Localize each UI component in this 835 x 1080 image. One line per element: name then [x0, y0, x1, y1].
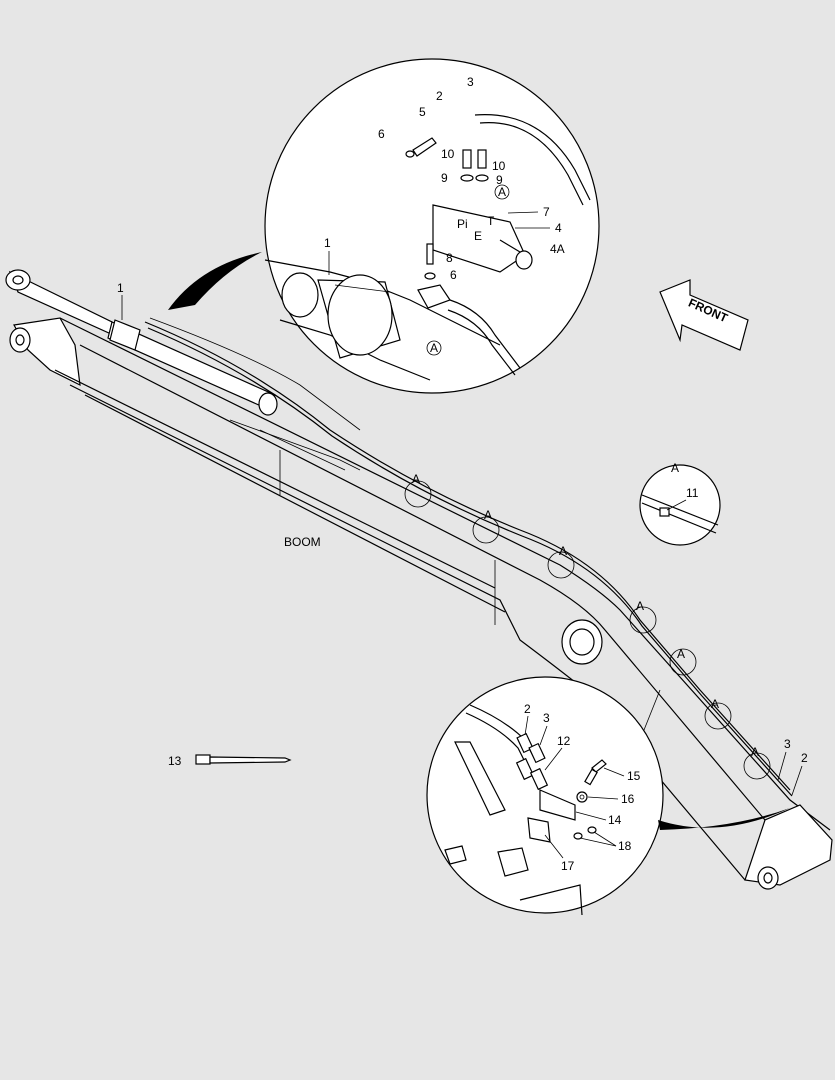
part-callout: 2: [436, 89, 443, 103]
port-label: Pi: [457, 217, 468, 231]
part-callout: 15: [627, 769, 641, 783]
detail-pointer: [658, 808, 790, 830]
ref-a-label: A: [711, 697, 719, 711]
part-callout: 6: [450, 268, 457, 282]
hydraulic-lines: [144, 317, 793, 797]
part-callout: 17: [561, 859, 575, 873]
part-callout: 16: [621, 792, 635, 806]
part-callout: 14: [608, 813, 622, 827]
ref-a-label: A: [751, 745, 759, 759]
cable-tie-part: 13: [168, 754, 292, 768]
part-callout: 2: [524, 702, 531, 716]
part-callout: 18: [618, 839, 632, 853]
part-callout: 11: [686, 486, 699, 500]
port-label: E: [474, 229, 482, 243]
part-callout: 9: [496, 173, 503, 187]
part-callout: 1: [324, 236, 331, 250]
part-callout: 10: [441, 147, 455, 161]
ref-a-label: A: [636, 599, 644, 613]
part-callout: 13: [168, 754, 182, 768]
ref-a-label: A: [559, 544, 567, 558]
front-arrow-icon: FRONT: [659, 279, 749, 351]
detail-pointer: [168, 252, 262, 310]
part-callout: 3: [467, 75, 474, 89]
part-callout: 4A: [550, 242, 565, 256]
detail-a-view: A 11: [639, 461, 721, 546]
part-callout: 10: [492, 159, 506, 173]
lower-detail-view: 2 3 12 15 16 14 18 17: [426, 676, 790, 916]
boom-structure: [5, 269, 833, 890]
part-callout: 6: [378, 127, 385, 141]
ref-a-label: A: [677, 647, 685, 661]
boom-label: BOOM: [284, 535, 321, 549]
part-callout: 8: [446, 251, 453, 265]
part-callout: 7: [543, 205, 550, 219]
part-callout: 5: [419, 105, 426, 119]
ref-a-label: A: [412, 472, 420, 486]
ref-a-label: A: [484, 508, 492, 522]
part-callout: 1: [117, 281, 124, 295]
boom-cylinder: [107, 319, 278, 416]
port-label: T: [487, 214, 495, 228]
part-callout: 9: [441, 171, 448, 185]
part-callout: 3: [543, 711, 550, 725]
part-callout: 12: [557, 734, 571, 748]
part-callout: 3: [784, 737, 791, 751]
ref-a-label: A: [671, 461, 679, 475]
ref-a-label: A: [498, 185, 506, 199]
clamp-markers: A A A A A A A: [404, 472, 771, 780]
top-detail-view: Pi T E A A 3 2 5 6 10 10 9 9 7 4 4A 8 6 …: [168, 58, 600, 394]
part-callout: 2: [801, 751, 808, 765]
ref-a-label: A: [430, 341, 438, 355]
part-callout: 4: [555, 221, 562, 235]
